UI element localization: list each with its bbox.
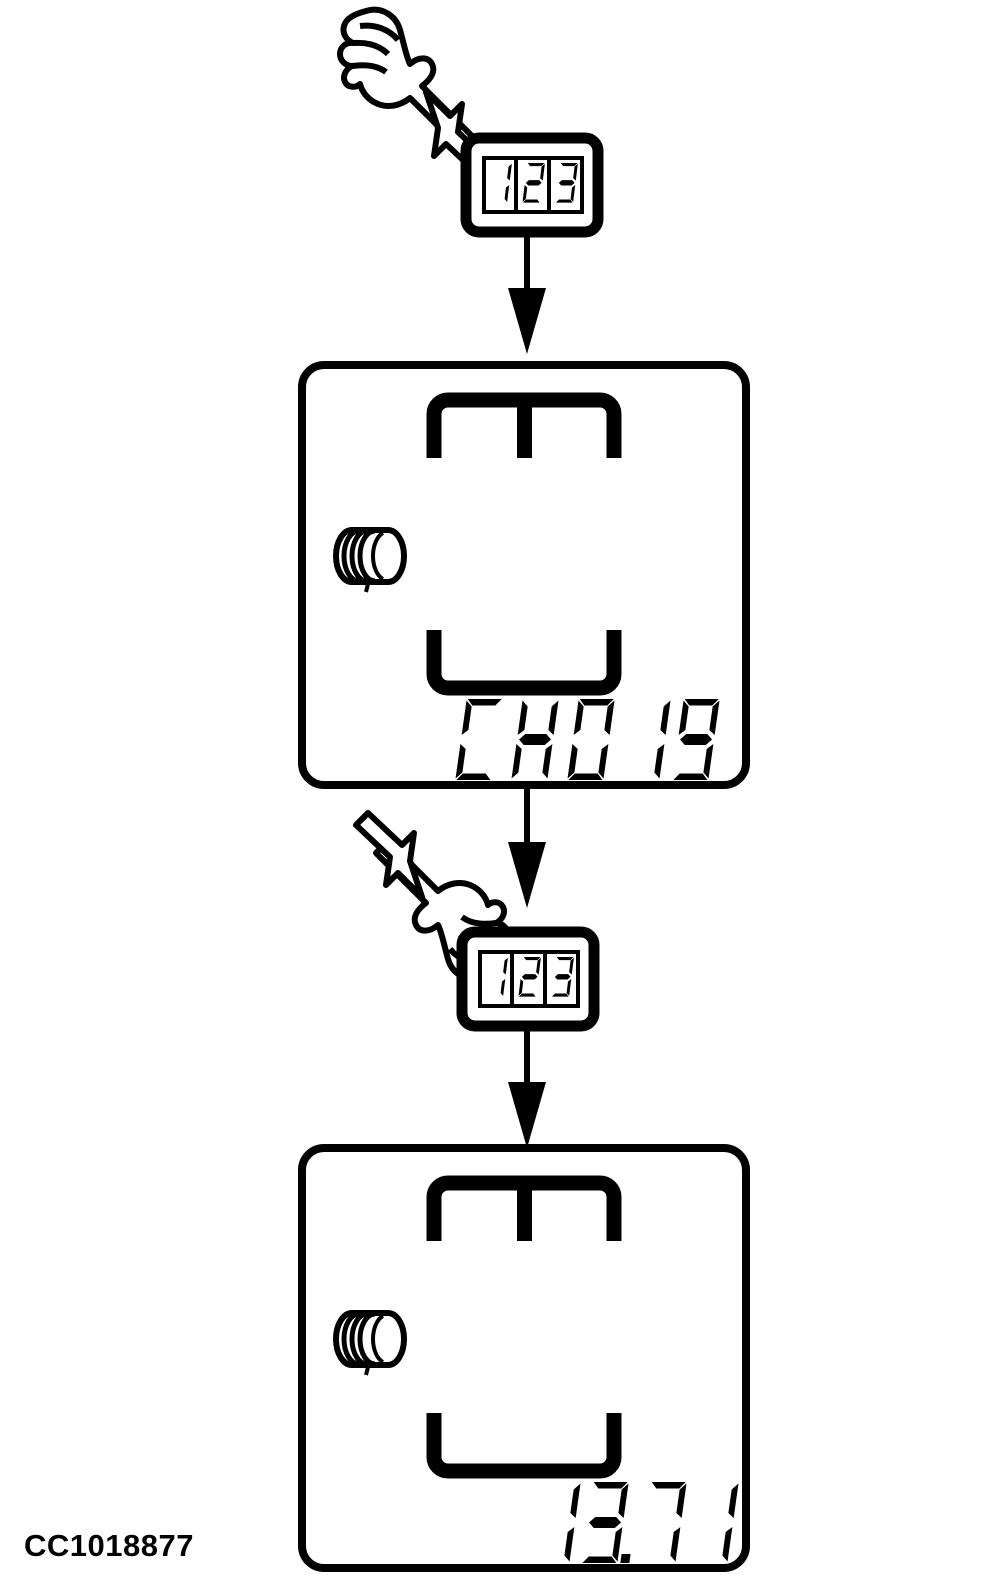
figure-reference-code: CC1018877 (24, 1528, 194, 1563)
123-button-step-2[interactable] (456, 926, 600, 1032)
flow-arrow-panel1-to-button2 (508, 786, 546, 908)
panel-body (298, 361, 750, 789)
instrument-display-panel-1 (298, 361, 750, 789)
flow-arrow-button2-to-panel2 (508, 1026, 546, 1148)
flow-arrow-button1-to-panel1 (508, 232, 546, 354)
readout-decimal-point (620, 1554, 630, 1563)
step-1-group (298, 10, 750, 789)
123-button-step-1[interactable] (460, 132, 604, 238)
step-2-group (298, 786, 750, 1572)
instrument-display-panel-2 (298, 1144, 750, 1572)
panel-body (298, 1144, 750, 1572)
